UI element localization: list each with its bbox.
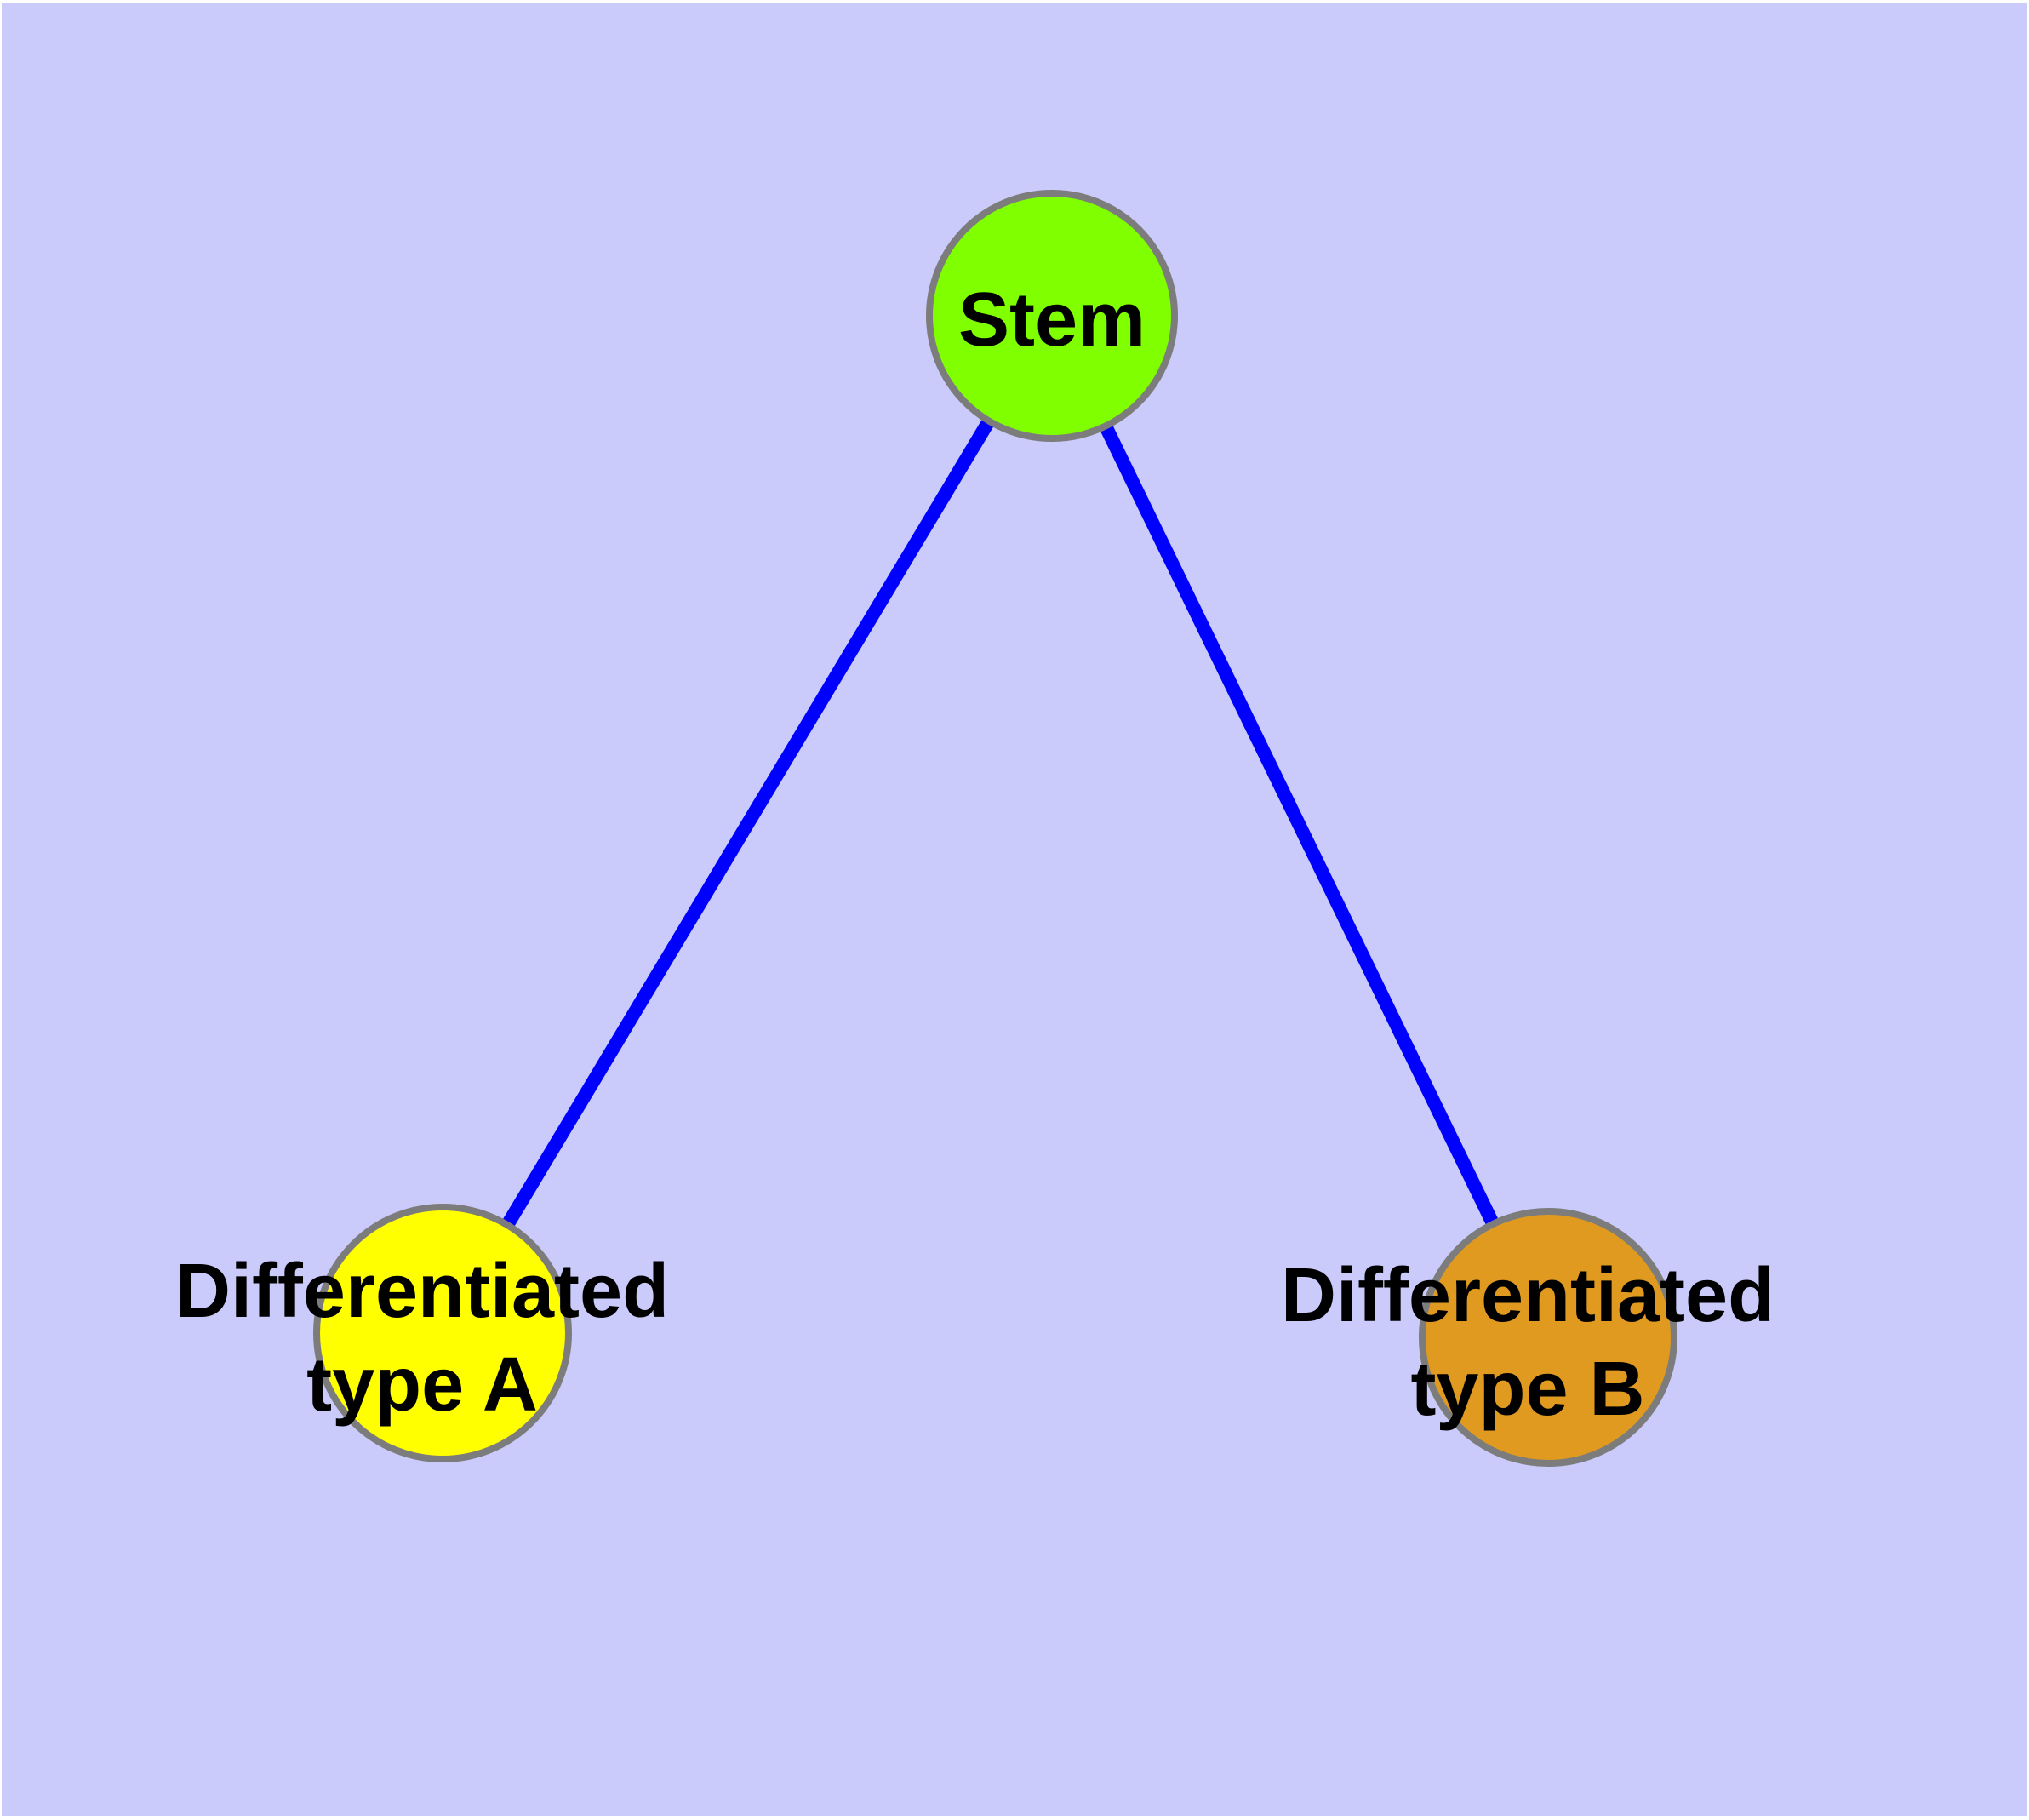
edge-stem-to-type-a: [437, 312, 1058, 1337]
node-differentiated-type-b: [1419, 1208, 1677, 1467]
edge-stem-to-type-b: [1045, 312, 1555, 1341]
node-label-differentiated-type-b: Differentiated type B: [1280, 1253, 1775, 1432]
node-differentiated-type-a: [313, 1204, 572, 1462]
node-label-differentiated-type-a: Differentiated type A: [174, 1249, 670, 1428]
node-label-stem: Stem: [957, 278, 1146, 363]
node-stem: [926, 190, 1178, 442]
